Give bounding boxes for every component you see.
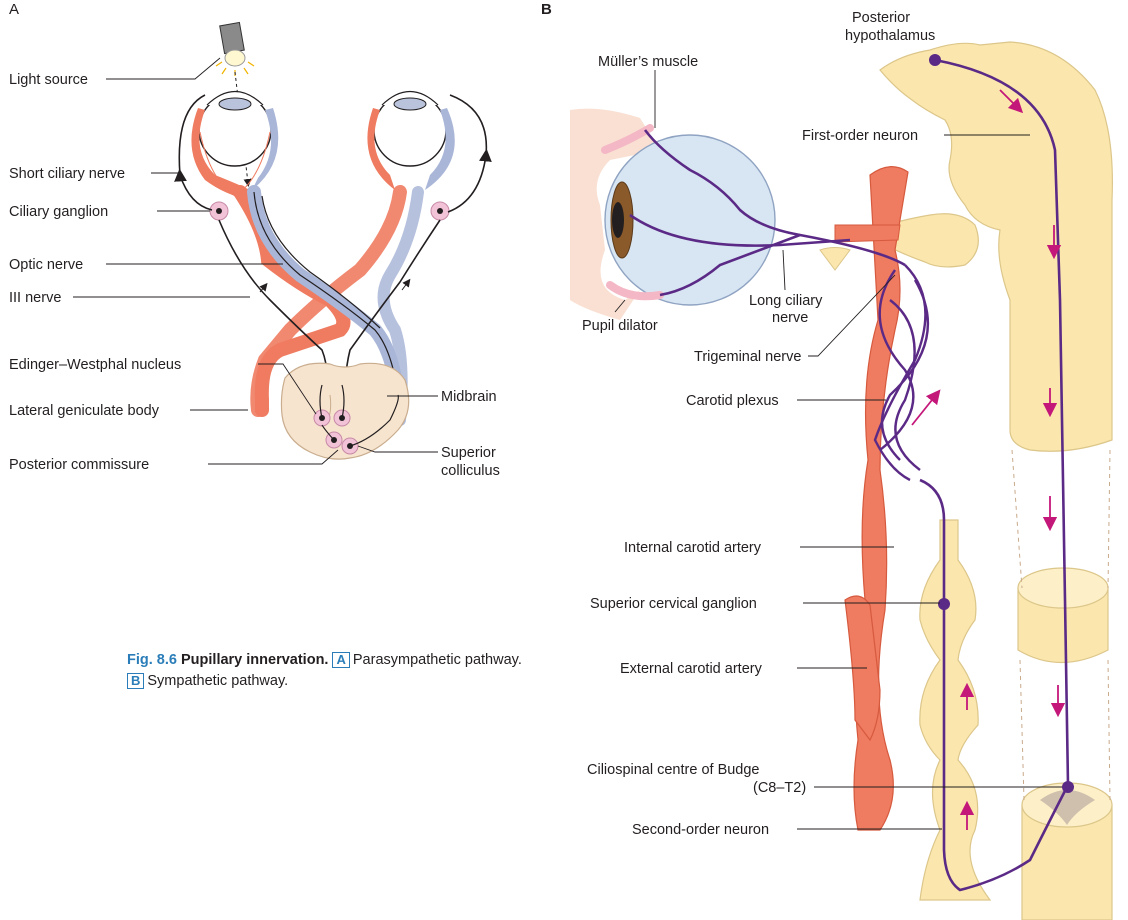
label-ciliary-ganglion: Ciliary ganglion — [9, 204, 108, 220]
label-light-source: Light source — [9, 72, 88, 88]
internal-carotid-artery — [854, 167, 908, 830]
label-posterior-commissure: Posterior commissure — [9, 457, 149, 473]
label-superior-cervical-ganglion: Superior cervical ganglion — [590, 596, 757, 612]
label-edinger-westphal-nucleus: Edinger–Westphal nucleus — [9, 357, 181, 373]
caption-part-a-letter: A — [332, 652, 349, 668]
caption-figure-number: Fig. 8.6 — [127, 652, 177, 668]
label-internal-carotid-artery: Internal carotid artery — [624, 540, 762, 556]
label-long-ciliary-nerve-line1: Long ciliary — [749, 293, 823, 309]
label-midbrain: Midbrain — [441, 389, 497, 405]
label-second-order-neuron: Second-order neuron — [632, 822, 769, 838]
panel-b-letter: B — [541, 1, 552, 18]
caption-part-b-text: Sympathetic pathway. — [147, 673, 288, 689]
label-trigeminal-nerve: Trigeminal nerve — [694, 349, 801, 365]
panel-b: B — [541, 1, 1112, 920]
label-carotid-plexus: Carotid plexus — [686, 393, 779, 409]
label-optic-nerve: Optic nerve — [9, 257, 83, 273]
first-order-neuron-body — [929, 54, 941, 66]
spinal-cord-segment-upper — [1018, 568, 1108, 663]
label-posterior-hypothalamus-line2: hypothalamus — [845, 28, 935, 44]
label-posterior-hypothalamus-line1: Posterior — [852, 10, 910, 26]
caption-part-a-text: Parasympathetic pathway. — [353, 652, 522, 668]
label-iii-nerve: III nerve — [9, 290, 61, 306]
label-short-ciliary-nerve: Short ciliary nerve — [9, 166, 125, 182]
label-first-order-neuron: First-order neuron — [802, 128, 918, 144]
sympathetic-chain — [920, 520, 990, 900]
ciliospinal-neuron-body — [1062, 781, 1074, 793]
panel-a: A — [9, 1, 500, 479]
label-superior-colliculus-line1: Superior — [441, 445, 496, 461]
label-ciliospinal-centre-line1: Ciliospinal centre of Budge — [587, 762, 760, 778]
caption-part-b-letter: B — [127, 673, 144, 689]
label-external-carotid-artery: External carotid artery — [620, 661, 763, 677]
label-pupil-dilator: Pupil dilator — [582, 318, 658, 334]
label-muller-muscle: Müller’s muscle — [598, 54, 698, 70]
label-ciliospinal-centre-line2: (C8–T2) — [753, 780, 806, 796]
panel-a-letter: A — [9, 1, 19, 18]
label-lateral-geniculate-body: Lateral geniculate body — [9, 403, 160, 419]
caption-title: Pupillary innervation. — [181, 652, 328, 668]
label-superior-colliculus-line2: colliculus — [441, 463, 500, 479]
superior-cervical-neuron-body — [938, 598, 950, 610]
right-eye — [374, 92, 446, 167]
label-long-ciliary-nerve-line2: nerve — [772, 310, 808, 326]
